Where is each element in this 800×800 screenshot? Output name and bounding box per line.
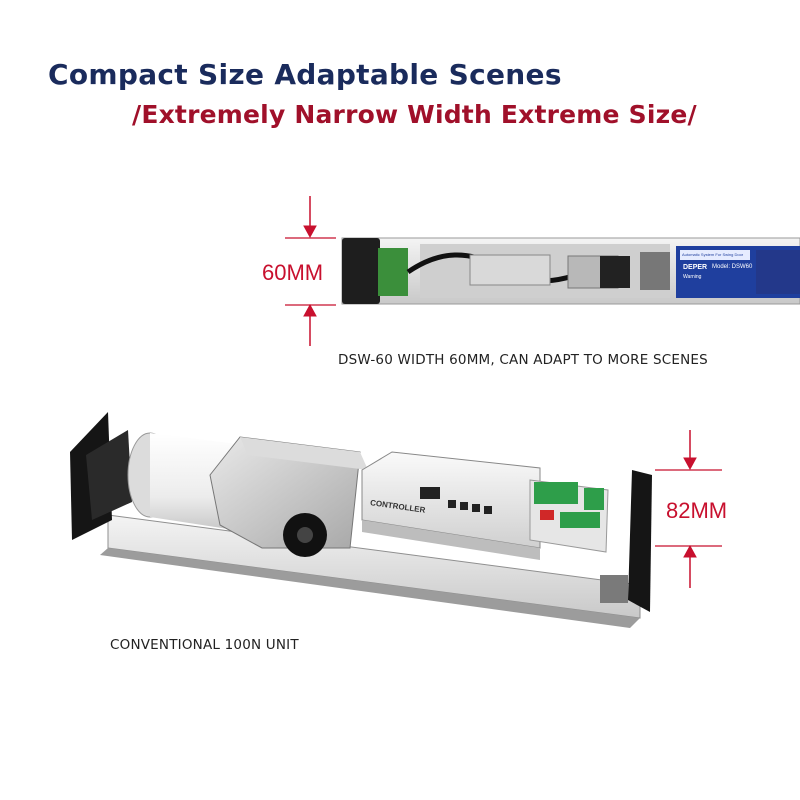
narrow-unit-caption: DSW-60 WIDTH 60MM, CAN ADAPT TO MORE SCE… (338, 352, 708, 368)
system-label: Automatic System For Swing Door (682, 252, 744, 257)
warning-label: Warning (683, 274, 702, 280)
height-dimension-82-arrows (655, 430, 722, 588)
model-label: Model: DSW60 (712, 264, 753, 270)
page-subtitle: /Extremely Narrow Width Extreme Size/ (132, 100, 697, 129)
conventional-unit-image (70, 412, 652, 628)
page-title: Compact Size Adaptable Scenes (48, 58, 562, 91)
narrow-unit-image (341, 237, 800, 305)
height-dimension-60-arrows (285, 196, 336, 346)
conventional-height-label: 82MM (666, 498, 728, 523)
conventional-unit-caption: CONVENTIONAL 100N UNIT (110, 637, 299, 653)
narrow-height-label: 60MM (262, 260, 324, 285)
brand-label: DEPER (683, 264, 708, 271)
